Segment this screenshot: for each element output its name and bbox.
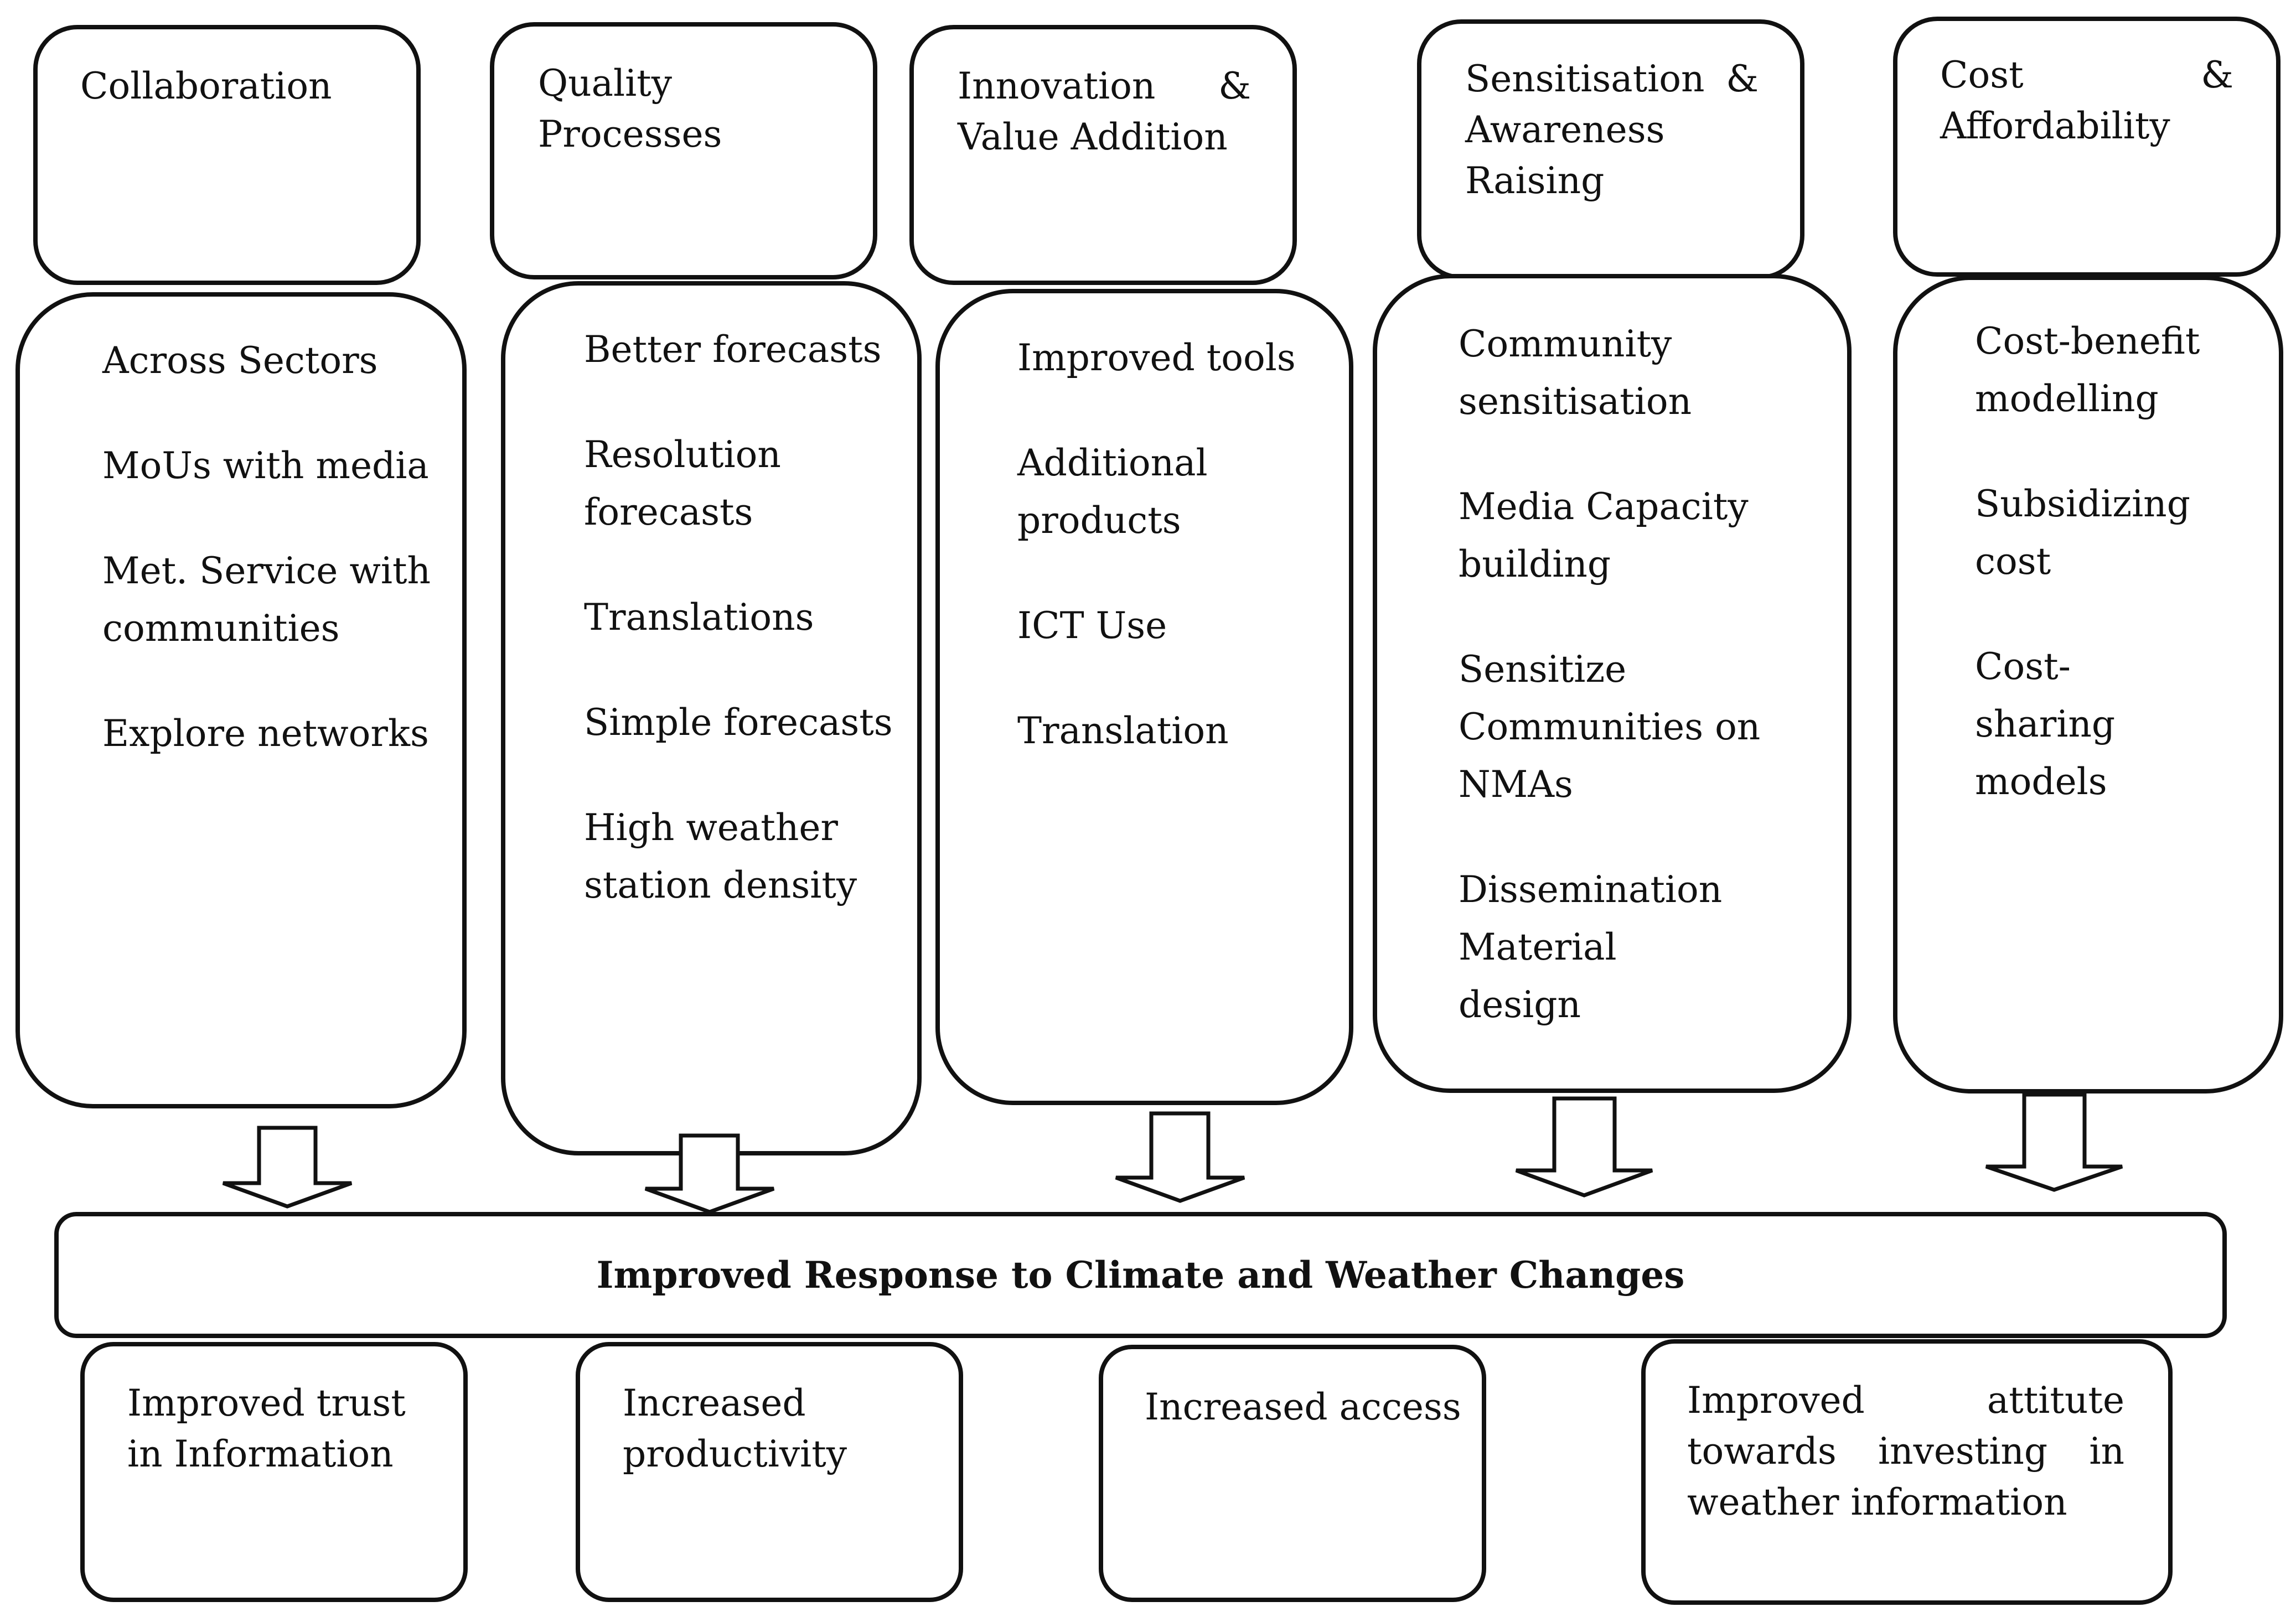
item-subsidizing-cost: Subsidizing cost: [1975, 483, 2190, 583]
down-arrow-icon: [222, 1126, 353, 1209]
items-sensitisation: Community sensitisation Media Capacity b…: [1459, 315, 1791, 1034]
item-explore-networks: Explore networks: [102, 712, 429, 755]
outcome-attitude: Improved attitute towards investing in w…: [1687, 1379, 2124, 1523]
items-innovation: Improved tools Additional products ICT U…: [1017, 329, 1327, 760]
items-cost: Cost-benefit modelling Subsidizing cost …: [1975, 313, 2263, 811]
item-resolution-forecasts: Resolution forecasts: [584, 433, 781, 533]
column-box-cost: [1893, 276, 2283, 1093]
header-collaboration: Collaboration: [80, 65, 332, 107]
column-box-collaboration: [15, 292, 467, 1108]
header-box-collaboration: [33, 25, 421, 285]
item-translations: Translations: [584, 596, 814, 639]
item-met-service: Met. Service with communities: [102, 550, 431, 650]
item-community-sensitisation: Community sensitisation: [1459, 323, 1692, 423]
outcome-box-productivity: [576, 1342, 963, 1602]
item-mous-with-media: MoUs with media: [102, 444, 429, 487]
item-cost-sharing: Cost-sharing models: [1975, 645, 2116, 803]
item-improved-tools: Improved tools: [1017, 336, 1296, 379]
outcome-productivity: Increased productivity: [623, 1382, 847, 1475]
item-better-forecasts: Better forecasts: [584, 328, 882, 371]
column-box-innovation: [935, 289, 1353, 1105]
down-arrow-icon: [1985, 1092, 2123, 1192]
down-arrow-icon: [1515, 1096, 1653, 1198]
items-collaboration: Across Sectors MoUs with media Met. Serv…: [102, 332, 446, 763]
header-box-innovation: [909, 25, 1297, 285]
header-box-quality-processes: [490, 22, 877, 279]
outcome-box-access: [1099, 1345, 1486, 1602]
down-arrow-icon: [1115, 1111, 1245, 1203]
central-outcome-bar: Improved Response to Climate and Weather…: [54, 1212, 2227, 1338]
item-additional-products: Additional products: [1017, 442, 1208, 542]
header-innovation: Innovation & Value Addition: [958, 65, 1251, 158]
central-outcome-label: Improved Response to Climate and Weather…: [596, 1253, 1685, 1297]
item-across-sectors: Across Sectors: [102, 339, 378, 382]
item-simple-forecasts: Simple forecasts: [584, 701, 893, 744]
outcome-access: Increased access: [1145, 1386, 1461, 1428]
item-translation: Translation: [1017, 709, 1229, 752]
header-cost: Cost & Affordability: [1940, 54, 2233, 147]
header-sensitisation: Sensitisation & Awareness Raising: [1465, 58, 1759, 202]
header-quality-processes: Quality Processes: [538, 62, 722, 156]
item-high-weather: High weather station density: [584, 806, 857, 906]
header-box-sensitisation: [1417, 19, 1804, 279]
outcome-trust: Improved trust in Information: [127, 1382, 406, 1475]
outcome-box-attitude: [1641, 1339, 2173, 1605]
item-sensitize-communities: Sensitize Communities on NMAs: [1459, 648, 1761, 806]
down-arrow-icon: [644, 1133, 775, 1214]
items-quality: Better forecasts Resolution forecasts Tr…: [584, 321, 894, 914]
item-media-capacity: Media Capacity building: [1459, 485, 1749, 585]
outcome-box-trust: [80, 1342, 468, 1602]
item-dissemination: Dissemination Material design: [1459, 868, 1723, 1026]
column-box-sensitisation: [1373, 274, 1852, 1093]
column-box-quality: [501, 281, 922, 1155]
item-ict-use: ICT Use: [1017, 604, 1167, 647]
item-cost-benefit: Cost-benefit modelling: [1975, 320, 2200, 420]
header-box-cost: [1893, 17, 2281, 277]
